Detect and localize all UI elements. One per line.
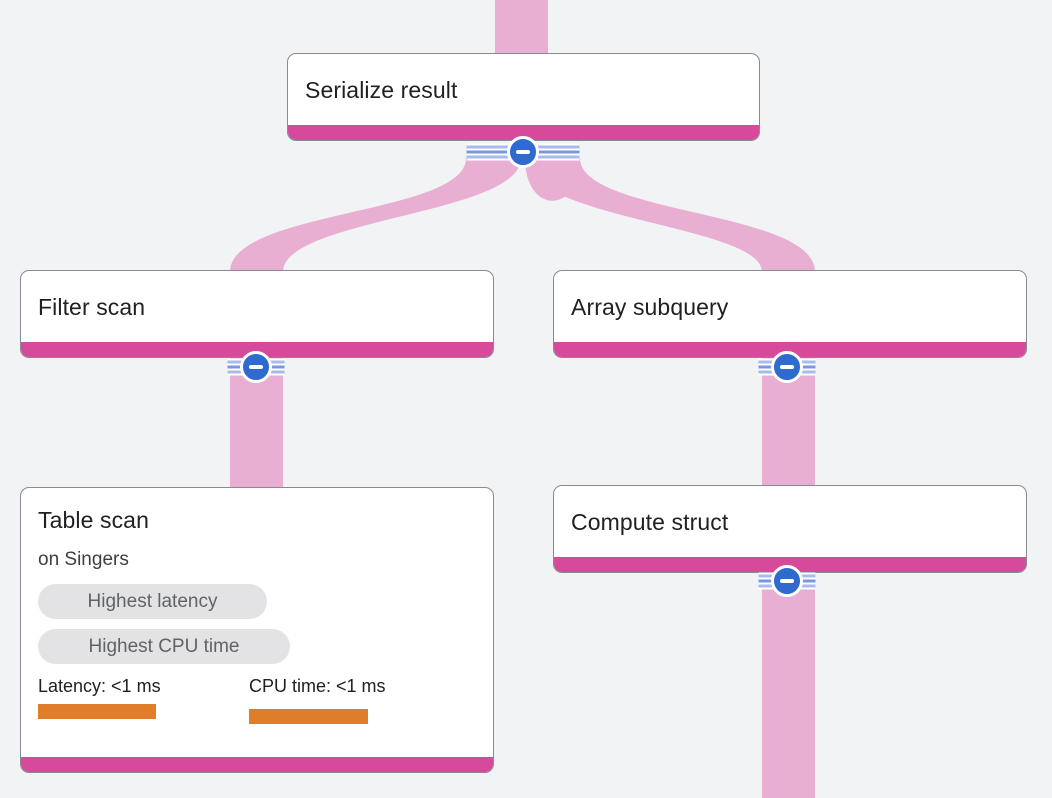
flow-edge-compute-struct-out xyxy=(762,573,815,798)
node-title: Filter scan xyxy=(38,294,146,320)
node-accent-bar xyxy=(21,757,493,772)
badge-highest-cpu-time: Highest CPU time xyxy=(38,629,290,664)
cpu-time-bar xyxy=(249,709,368,724)
flow-edge-serialize-to-array-subquery xyxy=(525,158,815,272)
node-accent-bar xyxy=(554,342,1026,357)
stat-latency-label: Latency: <1 ms xyxy=(38,676,161,696)
stat-cpu-time-label: CPU time: <1 ms xyxy=(249,676,386,696)
minus-icon[interactable] xyxy=(240,351,272,383)
stat-cpu-time: CPU time: <1 ms xyxy=(249,676,386,724)
latency-bar xyxy=(38,704,156,719)
node-accent-bar xyxy=(21,342,493,357)
node-compute-struct[interactable]: Compute struct xyxy=(553,485,1027,573)
node-title: Array subquery xyxy=(571,294,729,320)
badge-highest-latency: Highest latency xyxy=(38,584,267,619)
minus-icon[interactable] xyxy=(507,136,539,168)
flow-edge-serialize-to-filter-scan xyxy=(230,158,521,272)
flow-edge-into-serialize-result xyxy=(495,0,548,56)
node-title: Table scan xyxy=(38,507,149,533)
node-filter-scan[interactable]: Filter scan xyxy=(20,270,494,358)
node-accent-bar xyxy=(554,557,1026,572)
node-serialize-result[interactable]: Serialize result xyxy=(287,53,760,141)
minus-icon[interactable] xyxy=(771,565,803,597)
node-title: Compute struct xyxy=(571,509,729,535)
node-table-scan[interactable]: Table scan on Singers Highest latency Hi… xyxy=(20,487,494,773)
node-title: Serialize result xyxy=(305,77,458,103)
minus-icon[interactable] xyxy=(771,351,803,383)
node-accent-bar xyxy=(288,125,759,140)
node-subtitle: on Singers xyxy=(38,549,129,570)
stat-latency: Latency: <1 ms xyxy=(38,676,161,719)
node-array-subquery[interactable]: Array subquery xyxy=(553,270,1027,358)
